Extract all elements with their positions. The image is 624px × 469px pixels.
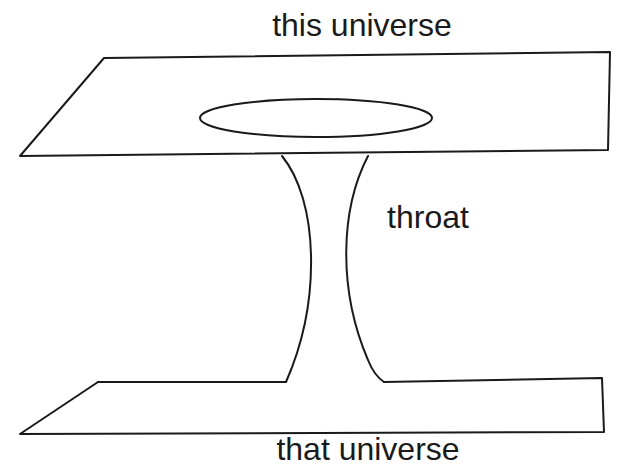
- lower-sheet-edge: [98, 381, 286, 383]
- throat-label: throat: [387, 200, 469, 235]
- throat-left-wall: [282, 156, 311, 382]
- lower-sheet: [20, 378, 604, 434]
- throat-right-wall: [346, 156, 384, 382]
- universe-label: that universe: [276, 432, 459, 467]
- universe-label: this universe: [272, 8, 452, 43]
- upper-sheet: [20, 52, 610, 156]
- throat-mouth: [200, 99, 432, 137]
